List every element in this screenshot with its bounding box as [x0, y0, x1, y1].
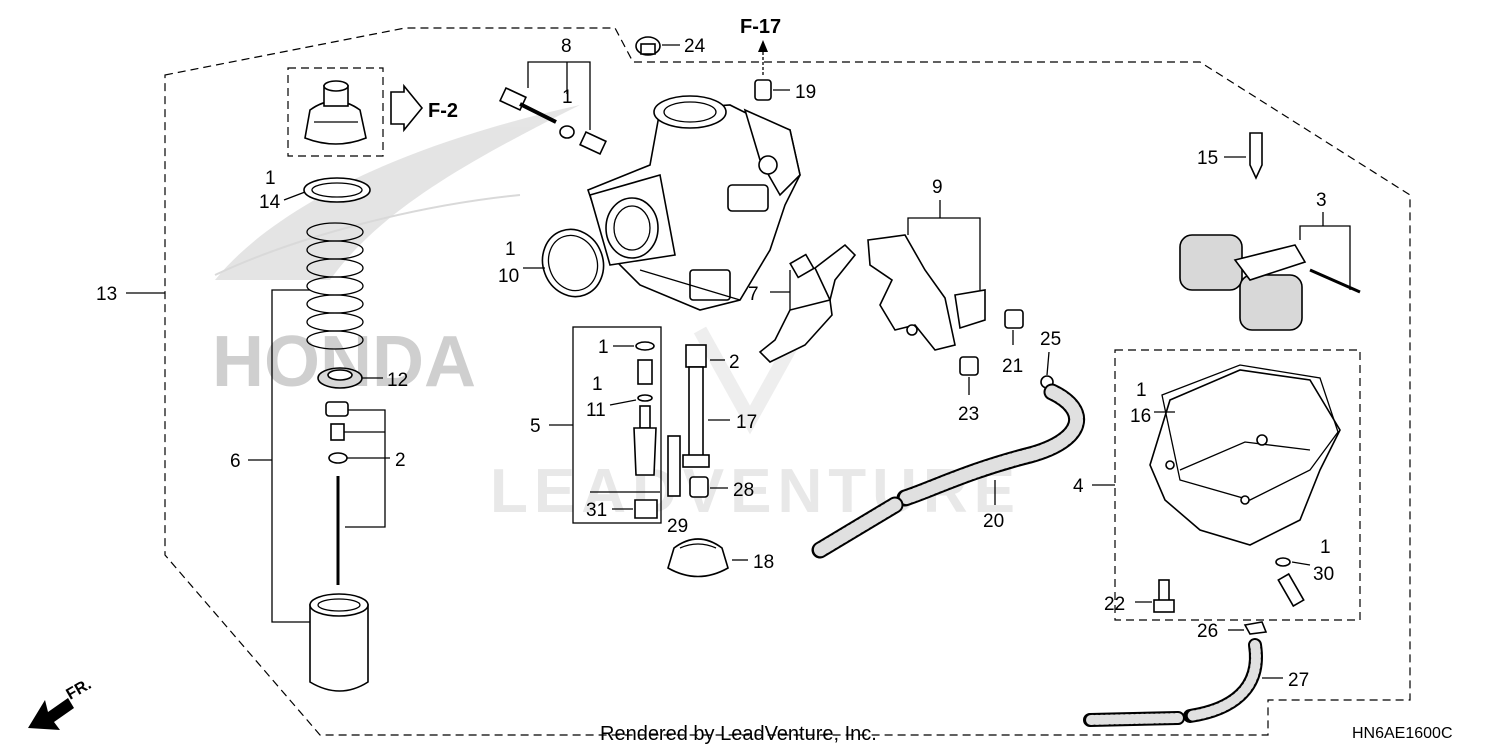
o-ring-1	[635, 341, 655, 351]
callout-8: 8	[561, 36, 572, 57]
assembly-boundary	[164, 27, 1411, 736]
cap-18	[667, 538, 729, 578]
bolt-22	[1153, 579, 1175, 613]
callout-22: 22	[1104, 594, 1125, 615]
callout-24: 24	[684, 36, 706, 57]
callout-4: 4	[1073, 476, 1084, 497]
front-direction-arrow: FR.	[28, 676, 94, 730]
callout-17: 17	[736, 412, 757, 433]
callout-25: 25	[1040, 329, 1061, 350]
drain-screw	[1277, 572, 1305, 608]
clip-26	[1243, 621, 1268, 635]
callout-28: 28	[733, 480, 754, 501]
drain-bolt-24	[635, 36, 661, 56]
callout-27: 27	[1288, 670, 1309, 691]
ref-f2: F-2	[428, 100, 458, 122]
callout-10: 10	[498, 266, 519, 287]
callout-14: 14	[259, 192, 281, 213]
callout-8-qty: 1	[562, 87, 573, 108]
callout-30: 30	[1313, 564, 1334, 585]
callout-5: 5	[530, 416, 541, 437]
jet-28	[689, 476, 709, 498]
callout-6: 6	[230, 451, 241, 472]
float-3	[1179, 234, 1361, 331]
float-bowl-box	[1114, 349, 1361, 621]
o-ring-11	[637, 394, 653, 402]
callout-31: 31	[586, 500, 607, 521]
o-ring-10	[541, 228, 605, 298]
fuel-tube-20	[811, 383, 1086, 559]
o-ring-14	[303, 177, 371, 203]
callout-15: 15	[1197, 148, 1218, 169]
float-bowl-4	[1149, 364, 1341, 546]
jet-holder-17	[682, 344, 710, 468]
jet-29	[667, 435, 681, 497]
honda-wing-watermark	[214, 105, 580, 280]
callout-16-qty: 1	[1136, 380, 1147, 401]
drain-tube-27	[1083, 638, 1263, 727]
callout-10-qty: 1	[505, 239, 516, 260]
throttle-slide	[309, 593, 369, 692]
callout-11-qty: 1	[592, 374, 603, 395]
callout-9: 9	[932, 177, 943, 198]
ref-f17: F-17	[740, 16, 781, 38]
up-arrow-icon	[758, 40, 768, 52]
screw-23	[959, 356, 979, 376]
float-valve-15	[1249, 132, 1263, 180]
o-ring-30	[1275, 557, 1291, 567]
carburetor-body	[586, 95, 801, 311]
callout-30-qty: 1	[1320, 537, 1331, 558]
pilot-screw	[499, 86, 607, 156]
top-cap	[304, 80, 367, 145]
bracket-9	[867, 234, 956, 351]
callout-13: 13	[96, 284, 117, 305]
footer-credit: Rendered by LeadVenture, Inc.	[600, 723, 877, 745]
callout-1a: 1	[598, 337, 609, 358]
callout-2b: 2	[729, 352, 740, 373]
callout-16: 16	[1130, 406, 1151, 427]
callout-12: 12	[387, 370, 408, 391]
needle-jet	[633, 405, 657, 476]
callout-23: 23	[958, 404, 979, 425]
diagram-code: HN6AE1600C	[1352, 725, 1453, 742]
callout-21: 21	[1002, 356, 1023, 377]
spring-small	[637, 359, 653, 385]
callout-20: 20	[983, 511, 1004, 532]
lever-assembly-7	[758, 243, 857, 363]
callout-14-qty: 1	[265, 168, 276, 189]
callout-11: 11	[586, 400, 606, 421]
ref-arrow-icon	[390, 83, 424, 133]
callout-29: 29	[667, 516, 688, 537]
spring	[306, 222, 364, 350]
spring-19	[754, 79, 772, 101]
callout-7: 7	[748, 284, 759, 305]
callout-19: 19	[795, 82, 816, 103]
callout-2a: 2	[395, 450, 406, 471]
jet-31	[634, 499, 658, 519]
callout-18: 18	[753, 552, 774, 573]
callout-3: 3	[1316, 190, 1327, 211]
needle-set	[325, 401, 349, 585]
callout-26: 26	[1197, 621, 1218, 642]
watermark-brand: HONDA	[212, 322, 476, 402]
screw-21	[1004, 309, 1024, 329]
